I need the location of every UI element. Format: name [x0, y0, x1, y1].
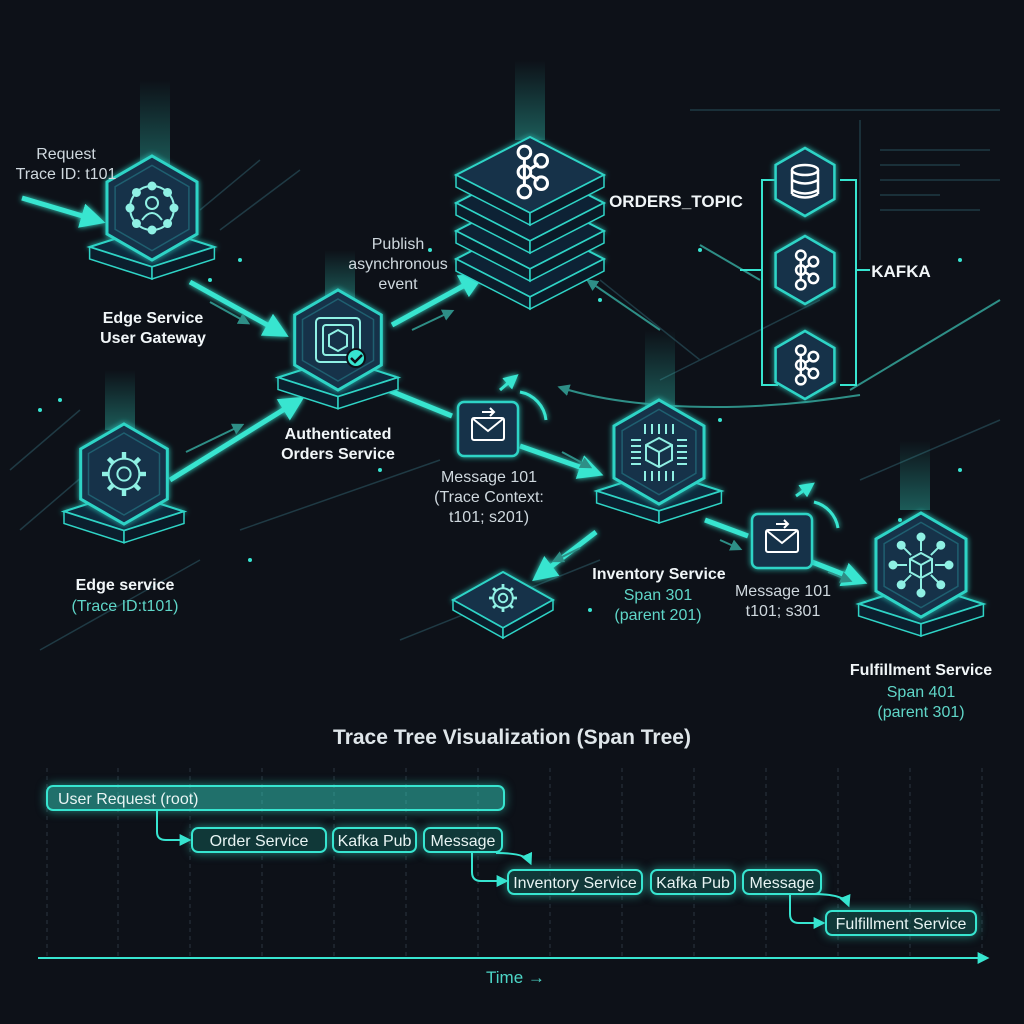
- gear-icon: [489, 584, 517, 612]
- span-user-request-root[interactable]: User Request (root): [46, 785, 505, 811]
- flow-arrows: [21, 195, 868, 587]
- message-101-label: Message 101(Trace Context:t101; s201): [434, 469, 544, 526]
- arrow-edge-to-orders: [168, 396, 305, 483]
- database-icon: [790, 163, 820, 199]
- kafka-icon: [516, 144, 550, 200]
- async-return-arcs: [499, 374, 840, 529]
- gear-icon: [102, 452, 146, 496]
- kafka-bracket: [740, 179, 870, 386]
- cube-check-icon: [315, 317, 366, 368]
- orders-service-node[interactable]: [293, 288, 383, 392]
- orders-topic-node[interactable]: [453, 135, 607, 311]
- inventory-service-node[interactable]: [612, 398, 706, 506]
- kafka-icon: [794, 344, 820, 386]
- inventory-service-span: Span 301(parent 201): [614, 587, 702, 624]
- fulfillment-service-node[interactable]: [874, 511, 968, 619]
- arrow-inventory-to-message2: [704, 517, 749, 539]
- fulfillment-service-span: Span 401(parent 301): [877, 684, 965, 721]
- edge-service-node[interactable]: [79, 422, 169, 526]
- edge-gateway-node[interactable]: [105, 154, 199, 262]
- span-message[interactable]: Message: [423, 827, 503, 853]
- envelope-icon: [765, 519, 799, 553]
- chip-cube-icon: [631, 424, 687, 481]
- trace-tree-title: Trace Tree Visualization (Span Tree): [333, 726, 691, 749]
- arrow-request-in: [21, 195, 106, 228]
- span-order-service[interactable]: Order Service: [191, 827, 327, 853]
- arrow-gateway-to-orders: [188, 279, 289, 337]
- message-envelope-2[interactable]: [750, 512, 814, 570]
- envelope-icon: [471, 407, 505, 441]
- span-message-2[interactable]: Message: [742, 869, 822, 895]
- span-kafka-pub-2[interactable]: Kafka Pub: [650, 869, 736, 895]
- orders-topic-label: ORDERS_TOPIC: [609, 192, 743, 211]
- arrow-orders-to-message: [387, 387, 453, 419]
- kafka-broker-1[interactable]: [774, 146, 836, 218]
- user-network-icon: [125, 181, 179, 235]
- span-inventory-service[interactable]: Inventory Service: [507, 869, 643, 895]
- kafka-broker-3[interactable]: [774, 329, 836, 401]
- kafka-label: KAFKA: [871, 262, 931, 281]
- arrow-orders-to-topic: [390, 274, 485, 328]
- time-axis-label: Time →: [486, 968, 545, 987]
- fulfillment-service-label: Fulfillment Service: [849, 662, 993, 679]
- network-cube-icon: [888, 532, 954, 598]
- kafka-broker-2[interactable]: [774, 234, 836, 306]
- kafka-icon: [794, 249, 820, 291]
- span-fulfillment-service[interactable]: Fulfillment Service: [825, 910, 977, 936]
- inventory-service-label: Inventory Service: [592, 566, 726, 583]
- edge-service-trace: (Trace ID:t101): [71, 598, 179, 615]
- edge-service-label: Edge service: [75, 577, 175, 594]
- worker-node[interactable]: [450, 570, 556, 640]
- message-envelope-1[interactable]: [456, 400, 520, 458]
- span-kafka-pub[interactable]: Kafka Pub: [332, 827, 417, 853]
- sparkle-dots: [38, 248, 962, 612]
